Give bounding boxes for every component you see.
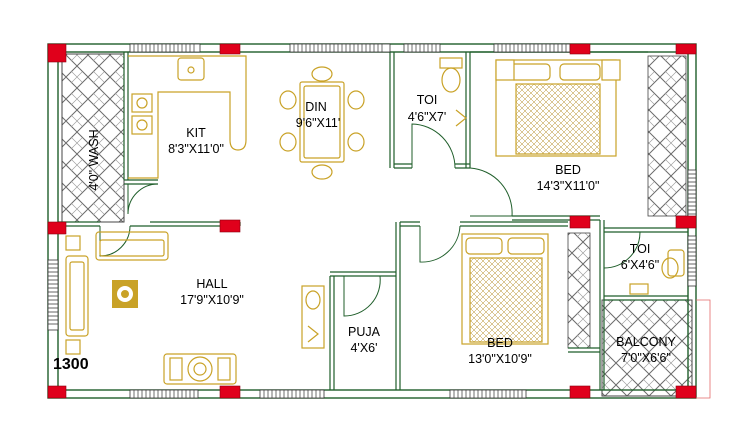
kitchen-counter	[128, 55, 247, 179]
plan-id: 1300	[53, 356, 89, 373]
room-size-kit: 8'3"X11'0"	[168, 142, 224, 156]
bed-2	[461, 233, 549, 345]
balcony-tiles	[601, 299, 693, 397]
room-name-bed-1: BED	[555, 163, 581, 177]
room-name-balcony: BALCONY	[616, 335, 676, 349]
hall-sofa-set	[65, 231, 169, 355]
room-size-din: 9'6"X11'	[296, 116, 340, 130]
room-name-bed-2: BED	[487, 336, 513, 350]
room-size-bed-1: 14'3"X11'0"	[537, 179, 600, 193]
bed2-wardrobe-strip	[567, 232, 591, 349]
room-label-wash: 4'0" WASH	[87, 129, 101, 190]
room-size-puja: 4'X6'	[350, 341, 377, 355]
site-boundary	[696, 299, 711, 399]
room-name-toi-2: TOI	[630, 242, 651, 256]
tv-unit	[163, 353, 237, 385]
room-name-din: DIN	[305, 100, 327, 114]
bed-1	[495, 59, 621, 157]
door-swings	[99, 123, 641, 353]
hall-table	[112, 280, 138, 308]
room-size-toi-2: 6'X4'6"	[621, 258, 659, 272]
wash-area-tiles	[61, 53, 125, 223]
room-name-puja: PUJA	[348, 325, 381, 339]
toilet-1-fixtures	[439, 57, 467, 127]
puja-shelf	[301, 285, 325, 349]
room-name-toi-1: TOI	[417, 93, 438, 107]
toilet-2-fixtures	[629, 249, 685, 295]
bed1-wardrobe-strip	[647, 55, 687, 217]
room-name-hall: HALL	[196, 277, 227, 291]
columns	[47, 43, 697, 399]
room-size-toi-1: 4'6"X7'	[408, 110, 446, 124]
room-name-kit: KIT	[186, 126, 206, 140]
room-size-balcony: 7'0"X6'6"	[621, 351, 671, 365]
dining-table	[279, 66, 365, 180]
window-mullions	[48, 44, 696, 398]
room-size-hall: 17'9"X10'9"	[180, 293, 244, 307]
room-size-bed-2: 13'0"X10'9"	[468, 352, 532, 366]
